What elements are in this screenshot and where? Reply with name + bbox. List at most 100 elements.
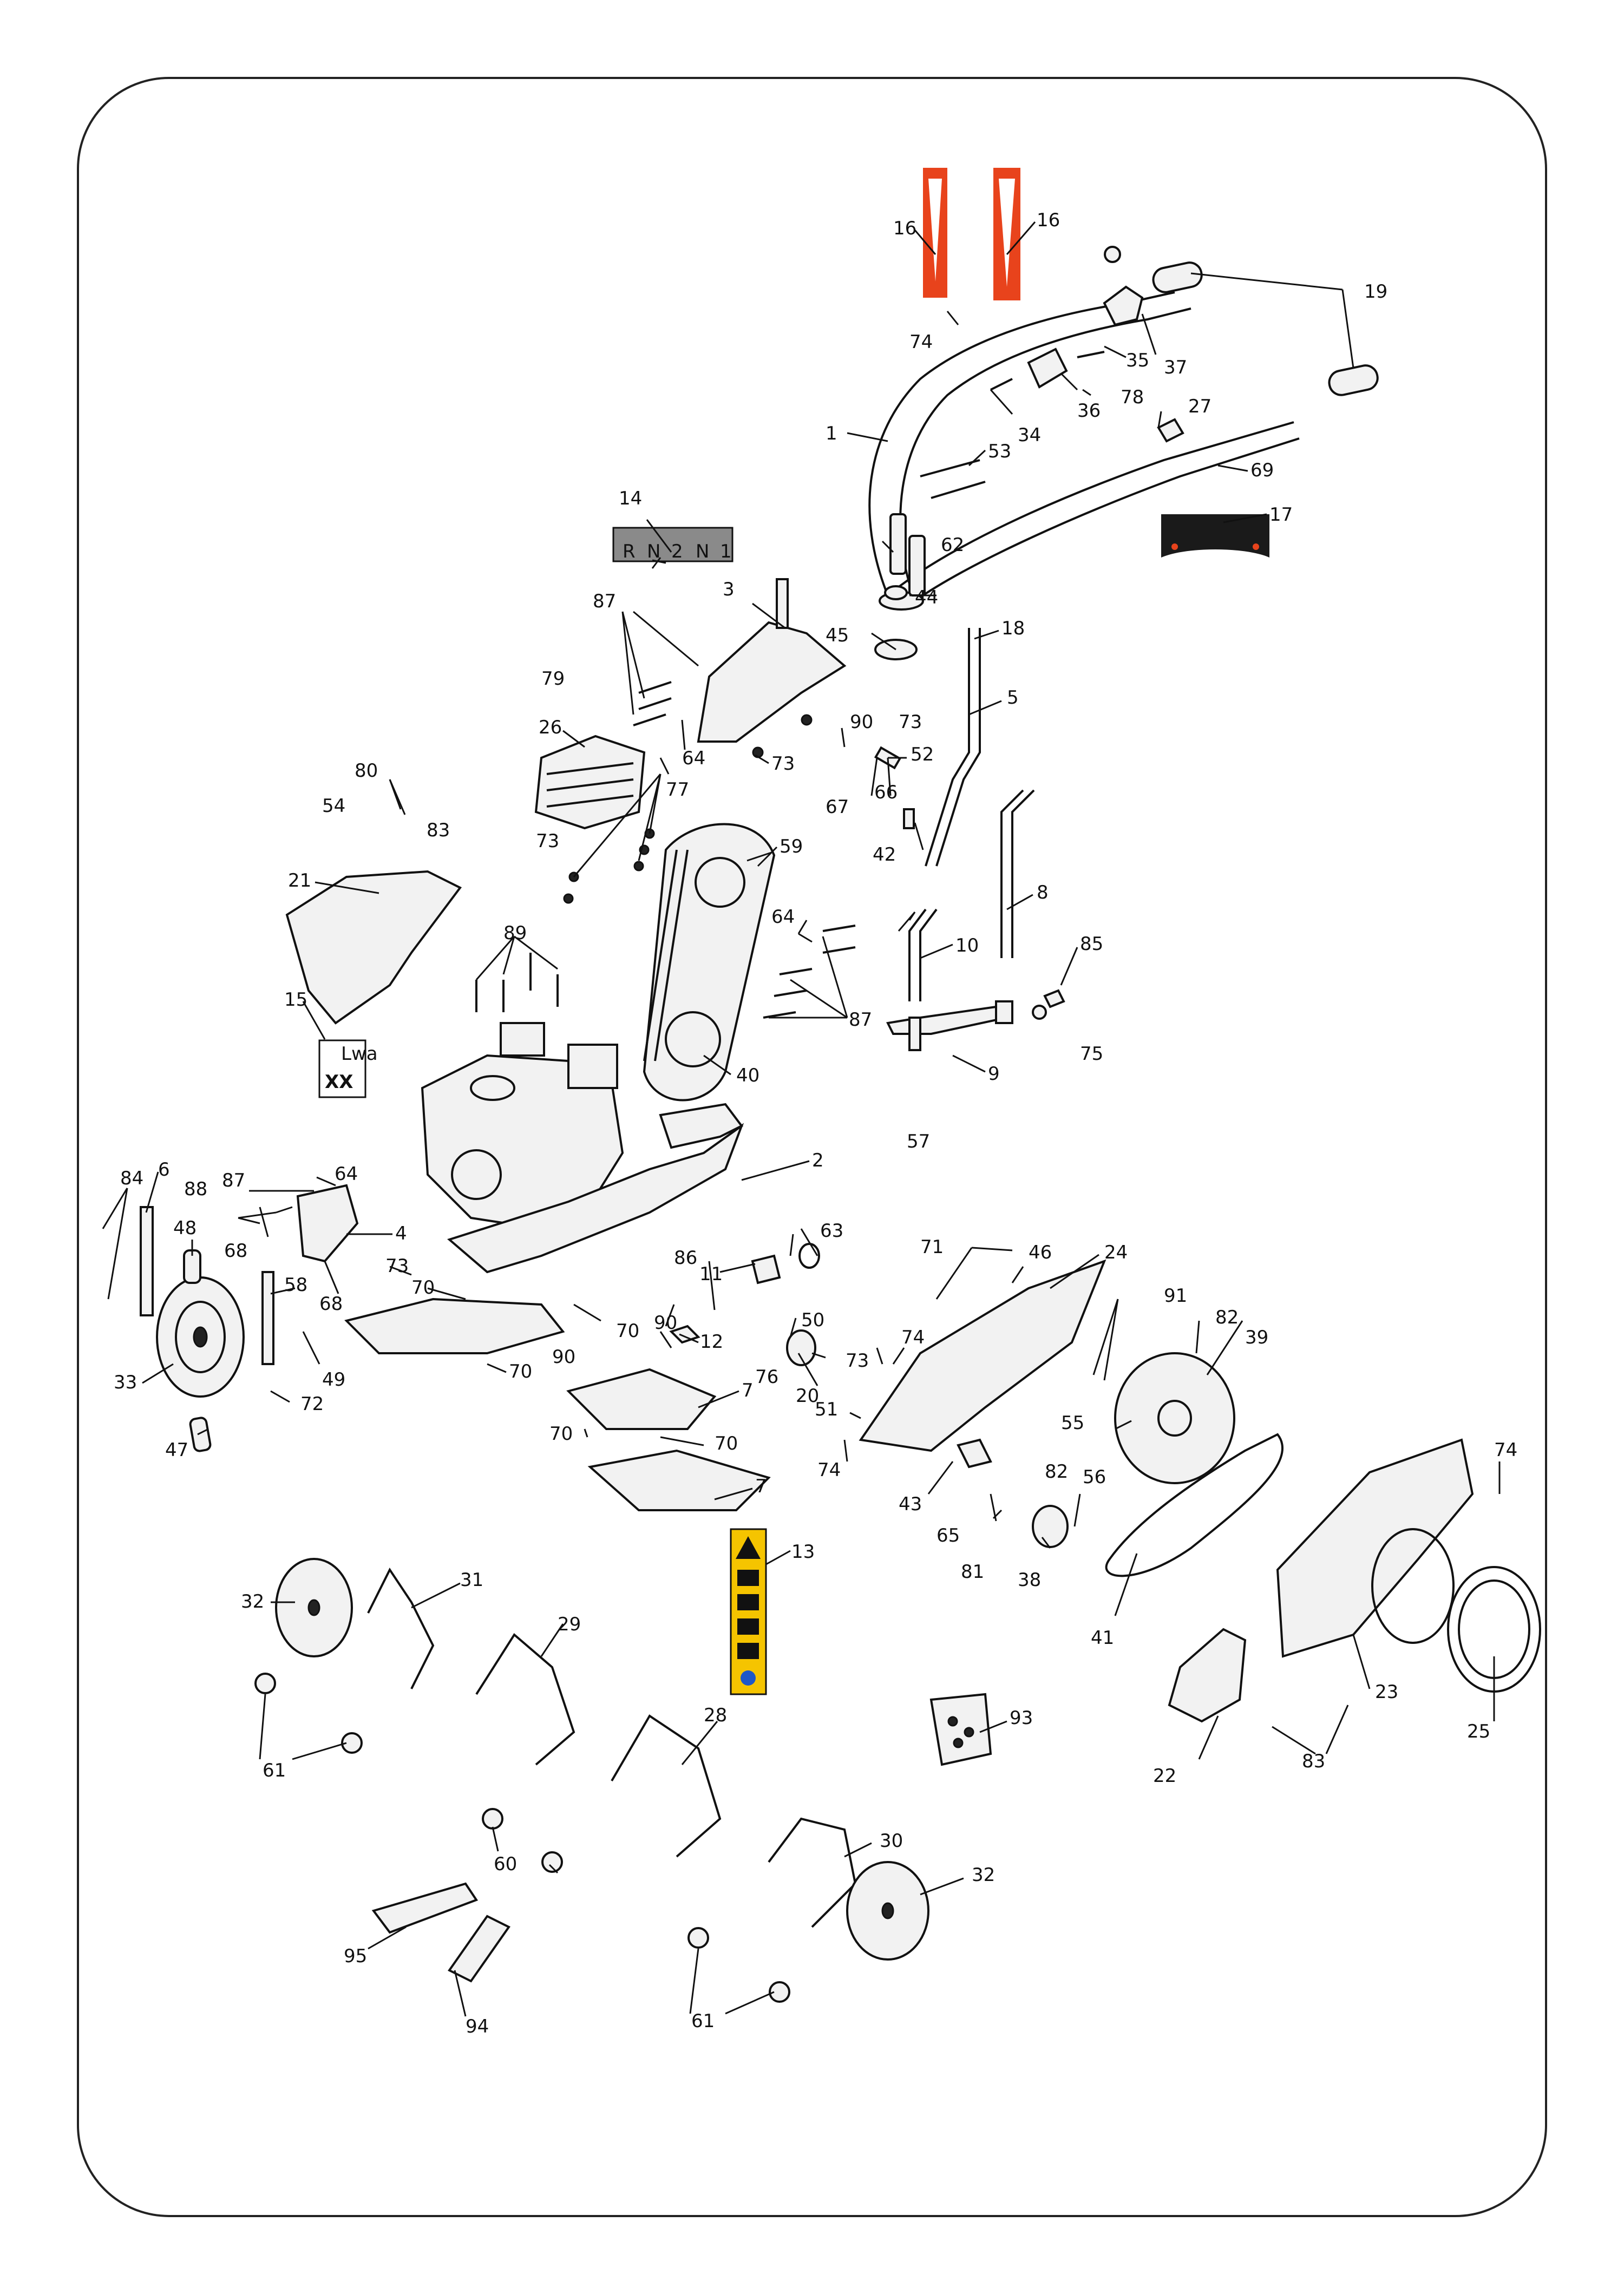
label-88: 88 [184,1178,207,1200]
label-52: 52 [911,744,934,765]
label-68a: 68 [224,1240,247,1262]
label-34: 34 [1018,424,1041,446]
pins-part [183,1249,212,1452]
label-51: 51 [815,1399,838,1420]
label-19: 19 [1364,281,1387,303]
label-25: 25 [1467,1721,1490,1742]
label-89: 89 [503,922,527,944]
wheel-part [156,1276,245,1398]
label-26: 26 [539,717,562,738]
label-3: 3 [723,579,735,600]
label-94: 94 [466,2016,489,2037]
label-78: 78 [1121,386,1144,408]
label-86: 86 [674,1247,697,1269]
label-82b: 82 [1215,1307,1239,1328]
label-11: 11 [699,1263,723,1285]
gear-2: 2 [671,541,683,562]
decal-gear-selector: R N 2 N 1 [612,527,734,562]
label-61a: 61 [263,1760,286,1781]
label-90b: 90 [654,1312,677,1334]
decal-noise-level: Lwa XX [318,1039,378,1098]
label-68b: 68 [319,1293,343,1315]
label-81: 81 [961,1561,984,1583]
label-87b: 87 [849,1009,872,1031]
label-41: 41 [1091,1627,1114,1649]
label-42: 42 [873,844,896,866]
decal-throttle-plate [1161,514,1269,558]
frame-bracket-part [697,578,847,743]
label-55: 55 [1061,1412,1084,1434]
label-28: 28 [704,1705,727,1726]
label-87a: 87 [593,591,616,612]
grip-part [1152,261,1379,396]
label-63: 63 [820,1220,843,1242]
label-35: 35 [1126,350,1149,371]
label-73c: 73 [899,711,922,733]
gear-n2: N [696,541,709,562]
label-37: 37 [1164,357,1187,378]
label-33: 33 [114,1372,137,1393]
label-70c: 70 [549,1423,573,1445]
label-93: 93 [1010,1707,1033,1729]
label-30: 30 [880,1830,903,1852]
label-95: 95 [344,1945,367,1967]
label-50: 50 [801,1309,824,1331]
label-59: 59 [780,836,803,857]
label-65: 65 [937,1525,960,1546]
small-hardware-middle [669,746,992,1469]
label-9: 9 [988,1063,1000,1085]
page-border [77,77,1547,2217]
label-53: 53 [988,441,1011,462]
label-17: 17 [1269,504,1293,526]
label-38: 38 [1018,1569,1041,1591]
label-70a: 70 [411,1277,435,1299]
label-64b: 64 [771,906,795,928]
label-12: 12 [700,1331,723,1353]
label-1: 1 [826,423,837,444]
gear-1: 1 [720,541,732,562]
label-73a: 73 [536,830,559,852]
leader-lines [102,221,1501,2017]
label-58: 58 [284,1274,307,1296]
pulley-belt-part [1032,1352,1284,1577]
throttle-lever-part [1027,246,1144,389]
label-36: 36 [1077,400,1101,422]
label-16b: 16 [1037,209,1060,231]
label-84: 84 [120,1168,143,1189]
engine-part [421,1022,624,1230]
label-45: 45 [826,625,849,646]
label-29: 29 [558,1614,581,1635]
label-47: 47 [165,1439,188,1461]
label-57: 57 [907,1131,930,1152]
label-32b: 32 [972,1864,995,1886]
belt-cover-front-part [1168,1438,1541,1723]
tines-part [275,1558,929,1961]
label-90a: 90 [850,711,873,733]
handlebar-part [868,291,1300,611]
label-90c: 90 [552,1346,575,1368]
label-77: 77 [666,779,689,801]
label-24: 24 [1104,1242,1128,1263]
tine-shield-part [344,1297,771,1511]
label-31: 31 [460,1569,483,1591]
label-23: 23 [1375,1681,1398,1703]
label-2: 2 [812,1150,824,1171]
label-54: 54 [322,795,345,817]
label-70b: 70 [509,1361,532,1382]
label-44: 44 [915,587,938,608]
label-56: 56 [1083,1466,1106,1488]
label-85: 85 [1080,933,1103,955]
loose-blades-part [371,1882,510,1983]
label-74d: 74 [1494,1439,1517,1461]
label-75: 75 [1080,1043,1103,1065]
chain-case-part [643,823,776,1102]
label-76: 76 [755,1366,778,1388]
small-hardware-handle [874,351,1184,660]
label-87c: 87 [222,1170,245,1191]
label-13: 13 [791,1541,815,1563]
label-64c: 64 [335,1163,358,1185]
label-74c: 74 [817,1459,841,1481]
label-83b: 83 [1302,1751,1325,1772]
chassis-part [447,1103,744,1274]
